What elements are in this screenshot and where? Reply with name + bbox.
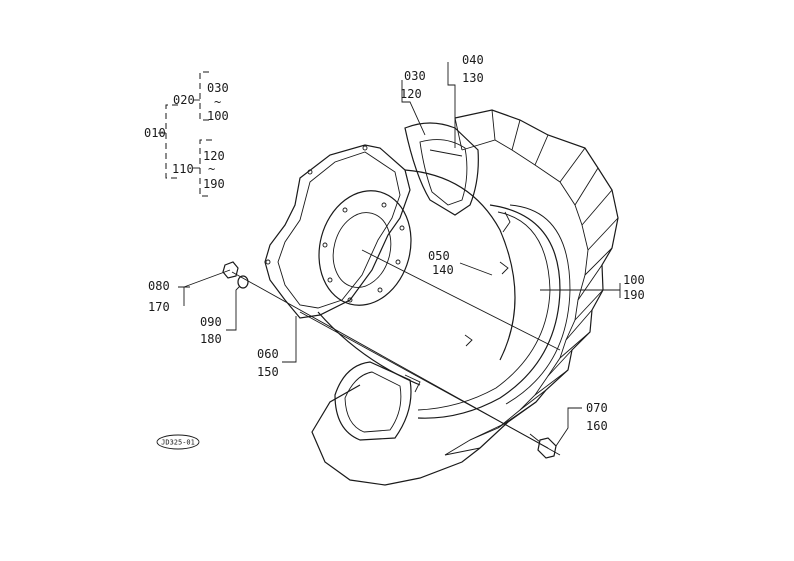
washer-090 xyxy=(237,275,249,289)
label-010: 010 xyxy=(144,126,166,140)
bolt-nut-080 xyxy=(222,261,239,279)
label-120a: 120 xyxy=(203,149,225,163)
bolt-070 xyxy=(529,433,557,459)
label-180: 180 xyxy=(200,332,222,346)
drawing-id-stamp: JD325-01 xyxy=(156,434,200,450)
label-120b: 120 xyxy=(400,87,422,101)
label-170: 170 xyxy=(148,300,170,314)
label-030b: 030 xyxy=(404,69,426,83)
wheel-disc xyxy=(264,144,412,319)
assembly-lines xyxy=(231,249,561,456)
drawing-id: JD325-01 xyxy=(161,439,195,447)
label-160: 160 xyxy=(586,419,608,433)
label-190b: 190 xyxy=(623,288,645,302)
label-190a: 190 xyxy=(203,177,225,191)
label-130: 130 xyxy=(462,71,484,85)
label-040: 040 xyxy=(462,53,484,67)
rim-band xyxy=(317,169,516,393)
label-070: 070 xyxy=(586,401,608,415)
leader-lines xyxy=(178,62,621,447)
tire xyxy=(311,109,619,486)
label-060: 060 xyxy=(257,347,279,361)
label-100a: 100 xyxy=(207,109,229,123)
part-labels: 010 020 030 ~ 100 110 120 ~ 190 030 120 … xyxy=(144,53,645,433)
label-090: 090 xyxy=(200,315,222,329)
label-050: 050 xyxy=(428,249,450,263)
label-100b: 100 xyxy=(623,273,645,287)
label-020: 020 xyxy=(173,93,195,107)
assembly-tree xyxy=(158,71,212,197)
label-150: 150 xyxy=(257,365,279,379)
label-030a: 030 xyxy=(207,81,229,95)
label-tilde-1: ~ xyxy=(214,95,221,109)
inner-tube-top xyxy=(404,122,479,216)
inner-tube-bottom xyxy=(334,361,412,441)
label-140: 140 xyxy=(432,263,454,277)
label-tilde-2: ~ xyxy=(208,162,215,176)
label-080: 080 xyxy=(148,279,170,293)
label-110: 110 xyxy=(172,162,194,176)
